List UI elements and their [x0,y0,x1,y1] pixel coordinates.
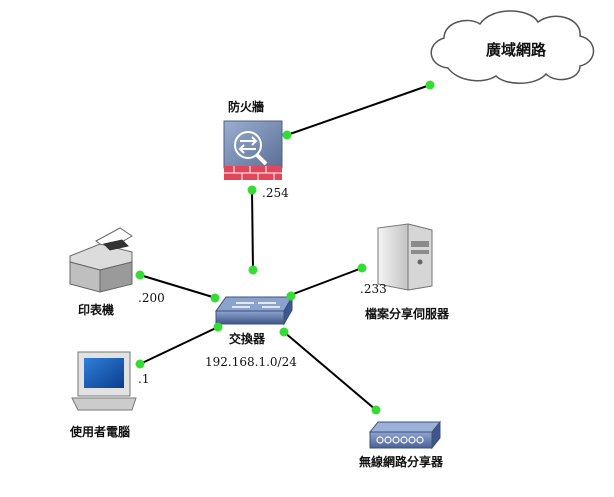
user-pc-device[interactable]: 使用者電腦 .1 [69,351,149,439]
link-firewall-wan [286,84,431,136]
link-printer-switch [139,274,217,299]
firewall-device[interactable]: 防火牆 .254 [223,99,289,200]
port-dot [286,291,296,301]
switch-arrows-icon [232,302,280,308]
switch-label: 交換器 [229,331,266,346]
wave-icon [376,436,424,444]
firewall-ip: .254 [262,186,289,200]
server-label: 檔案分享伺服器 [365,306,450,321]
server-ip: .233 [360,282,387,296]
inspect-icon [234,131,268,166]
port-dot [371,405,381,415]
printer-device[interactable]: 印表機 .200 [69,227,165,317]
port-dot [213,322,223,332]
port-dot [135,359,145,369]
printer-label: 印表機 [78,302,114,317]
user-pc-ip: .1 [138,372,149,386]
firewall-label: 防火牆 [228,99,264,114]
server-bay-icon [411,241,429,247]
wireless-device[interactable]: 無線網路分享器 [359,420,444,469]
screen-icon [84,358,124,388]
wireless-label: 無線網路分享器 [359,454,444,469]
link-firewall-switch [251,189,254,271]
link-userpc-switch [139,326,219,365]
port-dot [135,270,145,280]
wan-label: 廣域網路 [486,41,547,59]
port-dot [210,293,220,303]
link-server-switch [287,267,363,297]
port-dot [247,185,257,195]
user-pc-label: 使用者電腦 [69,424,130,439]
printer-ip: .200 [138,291,165,305]
port-dot [282,130,292,140]
link-wireless-switch [283,331,377,411]
switch-device[interactable]: 交換器 192.168.1.0/24 [205,295,297,369]
wan-cloud: 廣域網路 [430,10,595,84]
subnet-label: 192.168.1.0/24 [205,355,297,369]
port-dot [248,265,258,275]
port-dot [425,80,435,90]
port-dots [135,80,435,415]
links [139,84,431,411]
port-dot [279,327,289,337]
server-device[interactable]: 檔案分享伺服器 .233 [360,223,450,321]
port-dot [357,263,367,273]
